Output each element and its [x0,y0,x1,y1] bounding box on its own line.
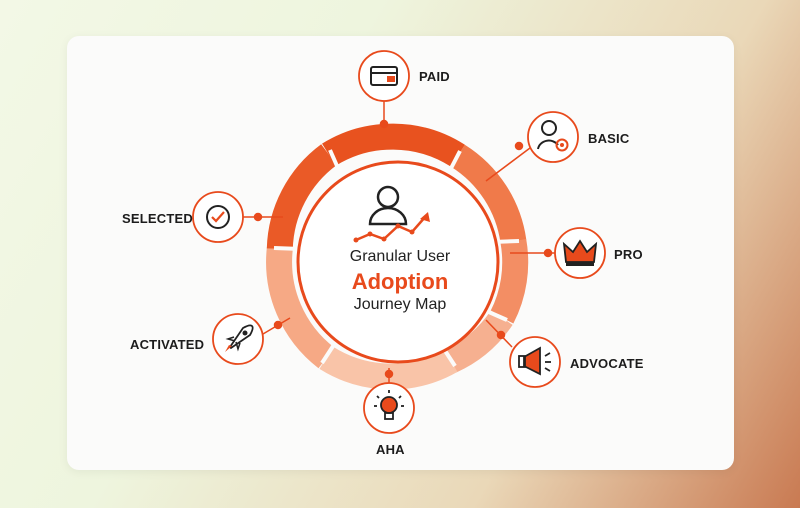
ring-segment-bottom-left [266,247,335,369]
check-circle-icon [206,205,230,229]
stage-label-aha: AHA [376,442,405,457]
stage-label-pro: PRO [614,247,643,262]
outer-ring [266,123,529,390]
selected-node [192,191,244,243]
center-title-line1: Granular User [349,248,451,265]
crown-icon [562,239,598,266]
paid-node [358,50,410,102]
stage-label-activated: ACTIVATED [130,337,205,352]
ring-segment-bottom-right [445,310,513,373]
center-circle [296,160,500,364]
credit-card-icon [370,66,398,86]
ring-segment-left [266,144,337,250]
lightbulb-icon [374,390,404,420]
center-title-line2: Adoption [351,269,449,294]
stage-label-paid: PAID [419,69,450,84]
user-badge-icon [537,120,569,152]
stage-label-selected: SELECTED [122,211,193,226]
connectors [241,97,556,384]
user-icon [368,185,408,226]
stage-label-basic: BASIC [588,131,630,146]
ring-segment-top [322,123,465,167]
basic-node [527,111,579,163]
stage-label-advocate: ADVOCATE [570,356,644,371]
ring-segment-top-right [450,144,527,244]
rocket-icon [225,324,254,352]
activated-node [212,313,264,365]
megaphone-icon [518,346,551,376]
trend-line-icon [353,212,430,243]
ring-segment-right [490,239,529,324]
center-title-line3: Journey Map [353,296,447,313]
